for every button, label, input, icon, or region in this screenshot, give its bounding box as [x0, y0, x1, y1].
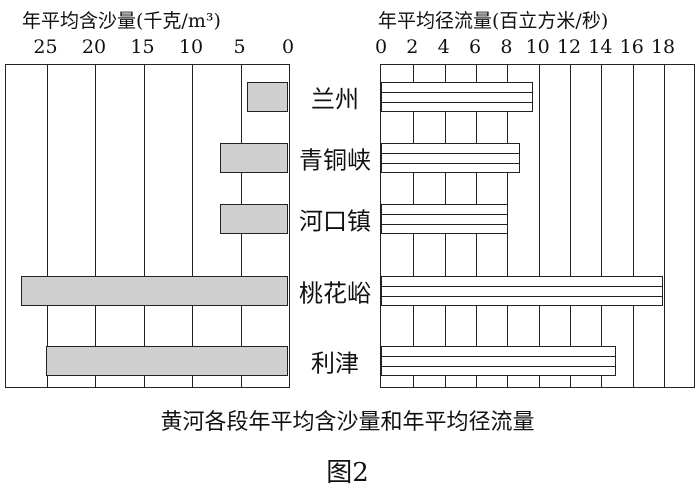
- tick-label: 5: [233, 36, 246, 58]
- sediment-bar: [220, 143, 288, 173]
- tick-label: 25: [33, 36, 58, 58]
- tick-label: 0: [281, 36, 295, 58]
- tick-label: 10: [178, 36, 204, 58]
- tick-label: 15: [130, 36, 155, 58]
- right-chart-title: 年平均径流量(百立方米/秒): [378, 10, 609, 32]
- gridline: [95, 65, 96, 387]
- gridline: [632, 65, 634, 387]
- gridline: [664, 65, 666, 387]
- gridline: [143, 65, 145, 387]
- tick-label: 14: [588, 36, 613, 58]
- runoff-bar: [381, 276, 664, 306]
- tick-label: 12: [556, 36, 582, 58]
- sediment-bar: [21, 276, 288, 306]
- tick-label: 10: [525, 36, 550, 58]
- tick-label: 20: [81, 36, 107, 58]
- sediment-bar: [247, 82, 288, 112]
- tick-label: 16: [619, 36, 644, 58]
- tick-label: 2: [406, 36, 419, 58]
- chart-caption: 黄河各段年平均含沙量和年平均径流量: [160, 410, 535, 435]
- runoff-bar: [381, 204, 508, 234]
- tick-label: 8: [500, 36, 513, 58]
- category-label: 青铜峡: [299, 146, 371, 175]
- gridline: [538, 65, 540, 387]
- category-label: 利津: [311, 349, 359, 378]
- runoff-bar: [381, 346, 617, 376]
- tick-label: 0: [374, 36, 388, 58]
- gridline: [601, 65, 603, 387]
- figure-label: 图2: [326, 458, 369, 488]
- category-label: 河口镇: [299, 207, 371, 236]
- left-chart-title: 年平均含沙量(千克/m³): [22, 10, 221, 32]
- gridline: [192, 65, 193, 387]
- runoff-bar: [381, 82, 533, 112]
- runoff-bar: [381, 143, 521, 173]
- gridline: [570, 65, 572, 387]
- gridline: [46, 65, 48, 387]
- sediment-bar: [220, 204, 288, 234]
- category-label: 桃花峪: [299, 279, 371, 308]
- tick-label: 4: [437, 36, 450, 58]
- tick-label: 18: [650, 36, 676, 58]
- tick-label: 6: [468, 36, 482, 58]
- sediment-bar: [45, 346, 288, 376]
- category-label: 兰州: [311, 85, 359, 114]
